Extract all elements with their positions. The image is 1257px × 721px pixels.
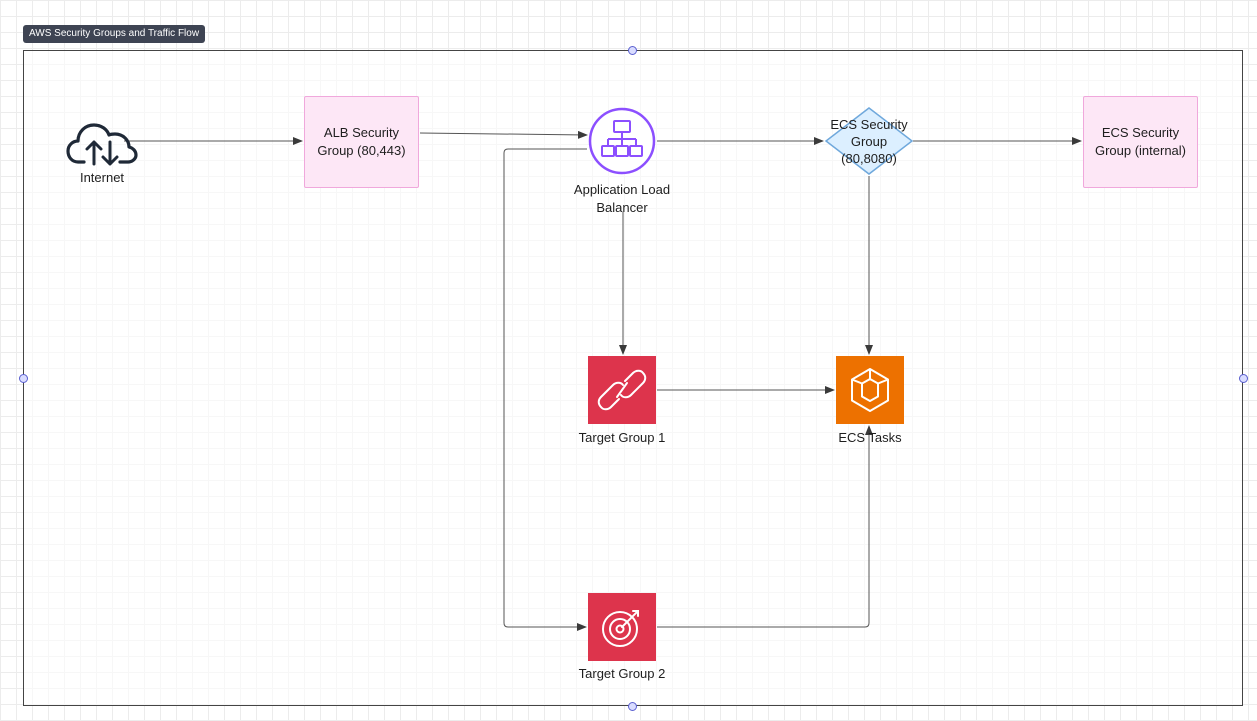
alb-sg-label-line2: Group (80,443) [317, 143, 406, 158]
frame-handle-right[interactable] [1239, 374, 1248, 383]
alb-label-line1: Application Load [573, 182, 671, 197]
ecs-sg-internal-label-line2: Group (internal) [1094, 143, 1187, 158]
application-load-balancer-node[interactable] [587, 106, 657, 176]
ecs-security-group-diamond[interactable]: ECS Security Group (80,8080) [824, 106, 914, 176]
edge-alb-to-target-group-2[interactable] [503, 148, 587, 631]
alb-label: Application Load Balancer [552, 181, 692, 217]
internet-node[interactable]: Internet [64, 116, 140, 186]
frame-handle-bottom[interactable] [628, 702, 637, 711]
target-group-1-label: Target Group 1 [578, 430, 666, 445]
ecs-tasks-label: ECS Tasks [838, 430, 902, 445]
ecs-sg-label-line3: (80,8080) [841, 151, 897, 166]
alb-label-line2: Balancer [596, 200, 648, 215]
target-group-2-label: Target Group 2 [578, 666, 666, 681]
edge-target-group-2-to-ecs-tasks[interactable] [657, 425, 873, 628]
load-balancer-hierarchy-icon [588, 107, 656, 175]
target-group-1-node[interactable] [588, 356, 656, 424]
frame-handle-left[interactable] [19, 374, 28, 383]
edge-alb-sg-to-alb[interactable] [419, 130, 588, 139]
cloud-upload-download-icon [66, 123, 138, 166]
ecs-security-group-internal-box[interactable]: ECS Security Group (internal) [1083, 96, 1198, 188]
diamond-shape [824, 107, 914, 175]
ecs-sg-internal-label-line1: ECS Security [1101, 125, 1180, 140]
link-icon [597, 369, 647, 411]
ecs-tasks-node[interactable] [836, 356, 904, 424]
alb-sg-label-line1: ALB Security [323, 125, 400, 140]
ecs-sg-label-line2: Group [850, 134, 888, 149]
target-group-2-node[interactable] [588, 593, 656, 661]
frame-handle-top[interactable] [628, 46, 637, 55]
ecs-hexagon-icon [851, 368, 889, 412]
ecs-sg-label-line1: ECS Security [830, 117, 908, 132]
frame-title-tag[interactable]: AWS Security Groups and Traffic Flow [23, 25, 206, 43]
alb-security-group-box[interactable]: ALB Security Group (80,443) [304, 96, 419, 188]
target-icon [602, 610, 639, 647]
internet-label: Internet [79, 170, 125, 185]
